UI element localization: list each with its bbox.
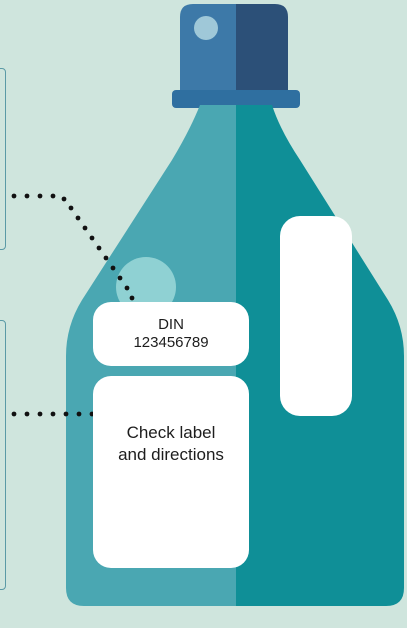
callout-panel-bottom bbox=[0, 320, 6, 590]
din-number: 123456789 bbox=[133, 334, 209, 351]
din-label: DIN 123456789 bbox=[93, 302, 249, 366]
din-heading: DIN bbox=[158, 316, 184, 333]
cap-collar bbox=[172, 90, 300, 108]
cap-left bbox=[180, 4, 236, 94]
connector-dots-top bbox=[11, 193, 135, 301]
directions-text: Check label and directions bbox=[118, 423, 224, 464]
cap-highlight bbox=[194, 16, 218, 40]
cap-right bbox=[236, 4, 288, 94]
handle-cutout bbox=[280, 216, 352, 416]
callout-panel-top bbox=[0, 68, 6, 250]
directions-label: Check label and directions bbox=[93, 376, 249, 568]
